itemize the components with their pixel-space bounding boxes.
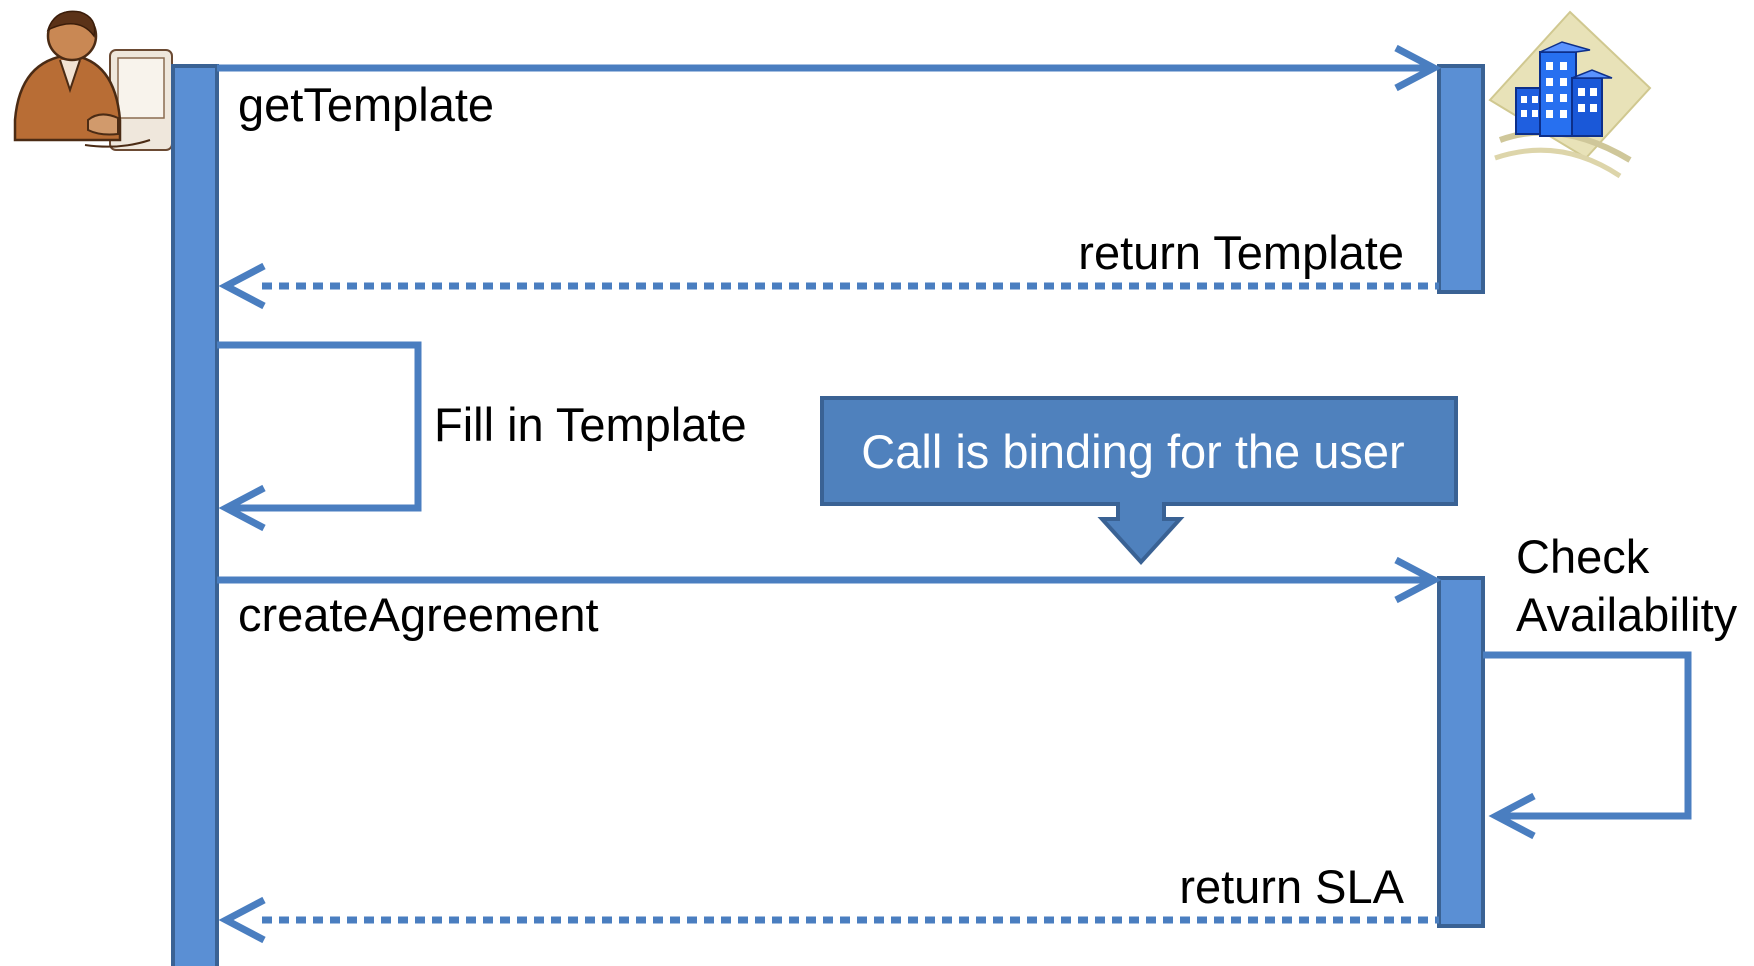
return-sla-arrow (218, 896, 1439, 944)
check-availability-loop-arrow (1483, 651, 1692, 840)
businessman-at-computer-icon (13, 10, 173, 151)
check-availability-label-line2: Availability (1516, 588, 1738, 641)
callout-box (820, 396, 1458, 565)
create-agreement-arrow (217, 556, 1442, 604)
get-template-arrow (217, 44, 1442, 92)
user-activation-bar (171, 64, 219, 966)
return-template-label: return Template (1078, 226, 1404, 279)
callout-text: Call is binding for the user (861, 424, 1405, 478)
fill-in-template-loop-arrow (217, 341, 422, 532)
return-sla-label: return SLA (1179, 860, 1404, 913)
office-buildings-icon (1488, 10, 1652, 179)
system-activation-bar-2 (1437, 576, 1485, 928)
create-agreement-label: createAgreement (238, 588, 599, 641)
get-template-label: getTemplate (238, 78, 495, 131)
check-availability-label-line1: Check (1516, 530, 1650, 583)
system-activation-bar-1 (1437, 64, 1485, 294)
return-template-arrow (218, 262, 1439, 310)
fill-in-template-label: Fill in Template (434, 398, 747, 451)
